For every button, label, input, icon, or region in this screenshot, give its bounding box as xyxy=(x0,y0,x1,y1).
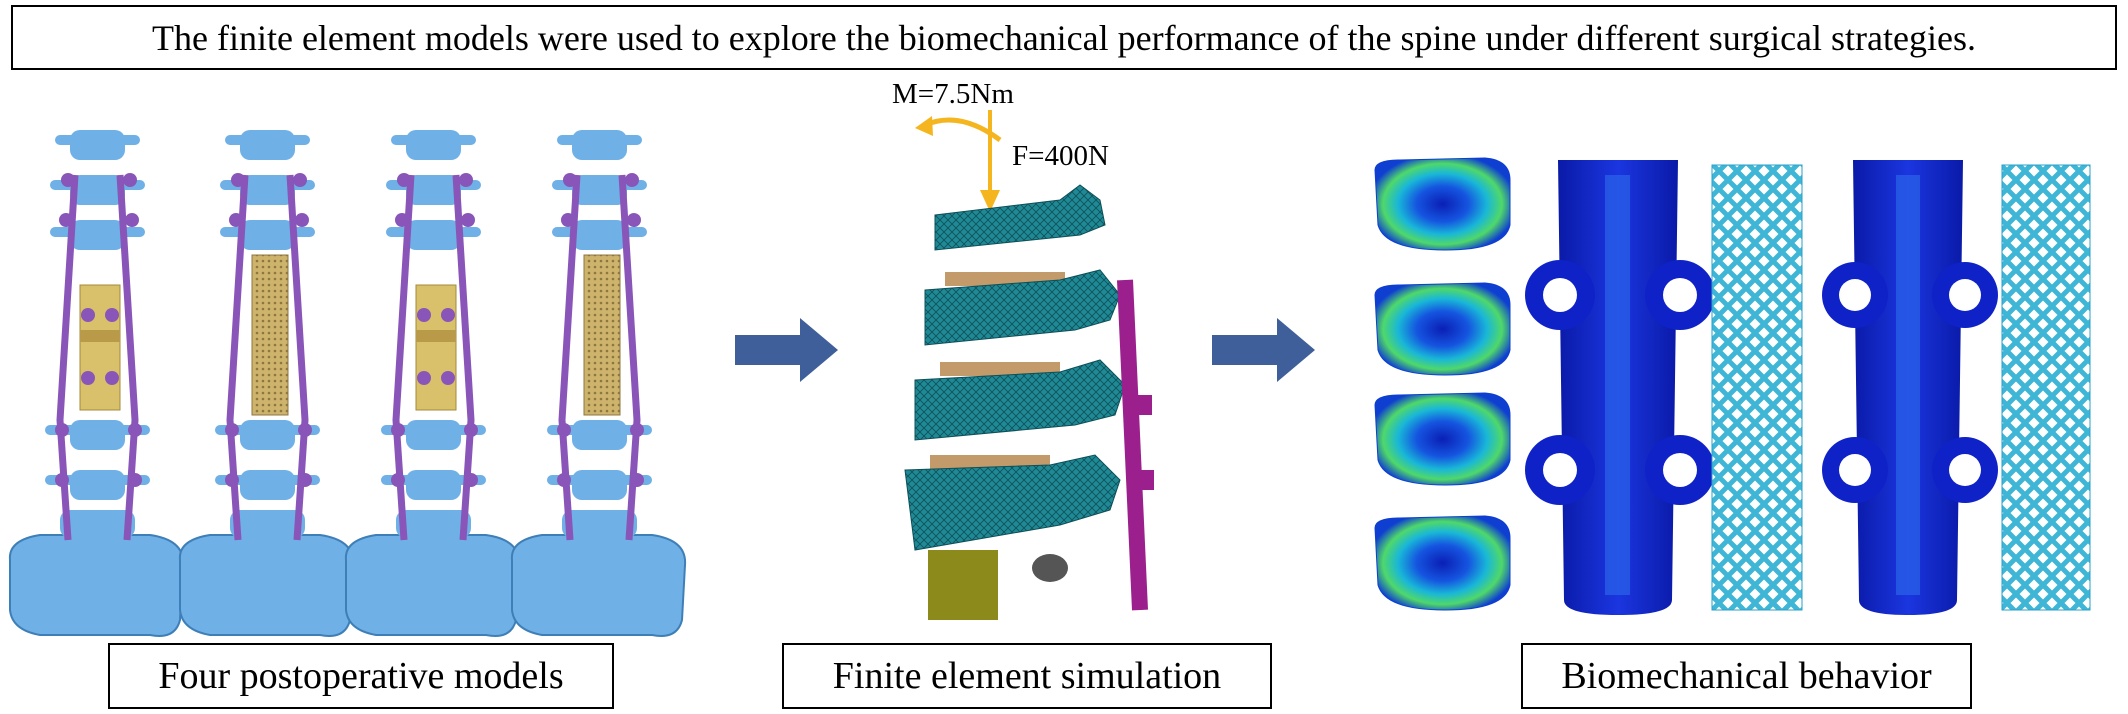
moment-label: M=7.5Nm xyxy=(892,78,1014,110)
cage-stress-lattice-2 xyxy=(2001,164,2091,611)
headline-text: The finite element models were used to e… xyxy=(152,17,1976,58)
force-label: F=400N xyxy=(1012,140,1109,172)
spine-model-2 xyxy=(178,130,355,637)
caption-simulation-box: Finite element simulation xyxy=(782,643,1272,709)
caption-behavior-box: Biomechanical behavior xyxy=(1521,643,1972,709)
disc-stress-2 xyxy=(1374,282,1511,376)
stress-contours xyxy=(1374,157,2091,615)
spine-model-4 xyxy=(510,130,687,637)
disc-stress-3 xyxy=(1374,392,1511,486)
right-arrow-icon xyxy=(735,318,838,382)
caption-models: Four postoperative models xyxy=(158,655,564,697)
disc-stress-1 xyxy=(1374,157,1511,251)
caption-models-box: Four postoperative models xyxy=(108,643,614,709)
spine-model-3 xyxy=(344,130,521,637)
caption-behavior: Biomechanical behavior xyxy=(1561,655,1932,697)
fe-spine-model xyxy=(904,110,1154,620)
cage-stress-solid-1 xyxy=(1525,160,1715,615)
cage-stress-solid-2 xyxy=(1822,160,1998,615)
spine-model-1 xyxy=(8,130,185,637)
caption-simulation: Finite element simulation xyxy=(832,655,1222,697)
postoperative-models xyxy=(8,130,687,637)
headline-box: The finite element models were used to e… xyxy=(11,5,2117,70)
right-arrow-icon xyxy=(1212,318,1315,382)
disc-stress-4 xyxy=(1374,515,1511,611)
cage-stress-lattice-1 xyxy=(1711,164,1803,611)
